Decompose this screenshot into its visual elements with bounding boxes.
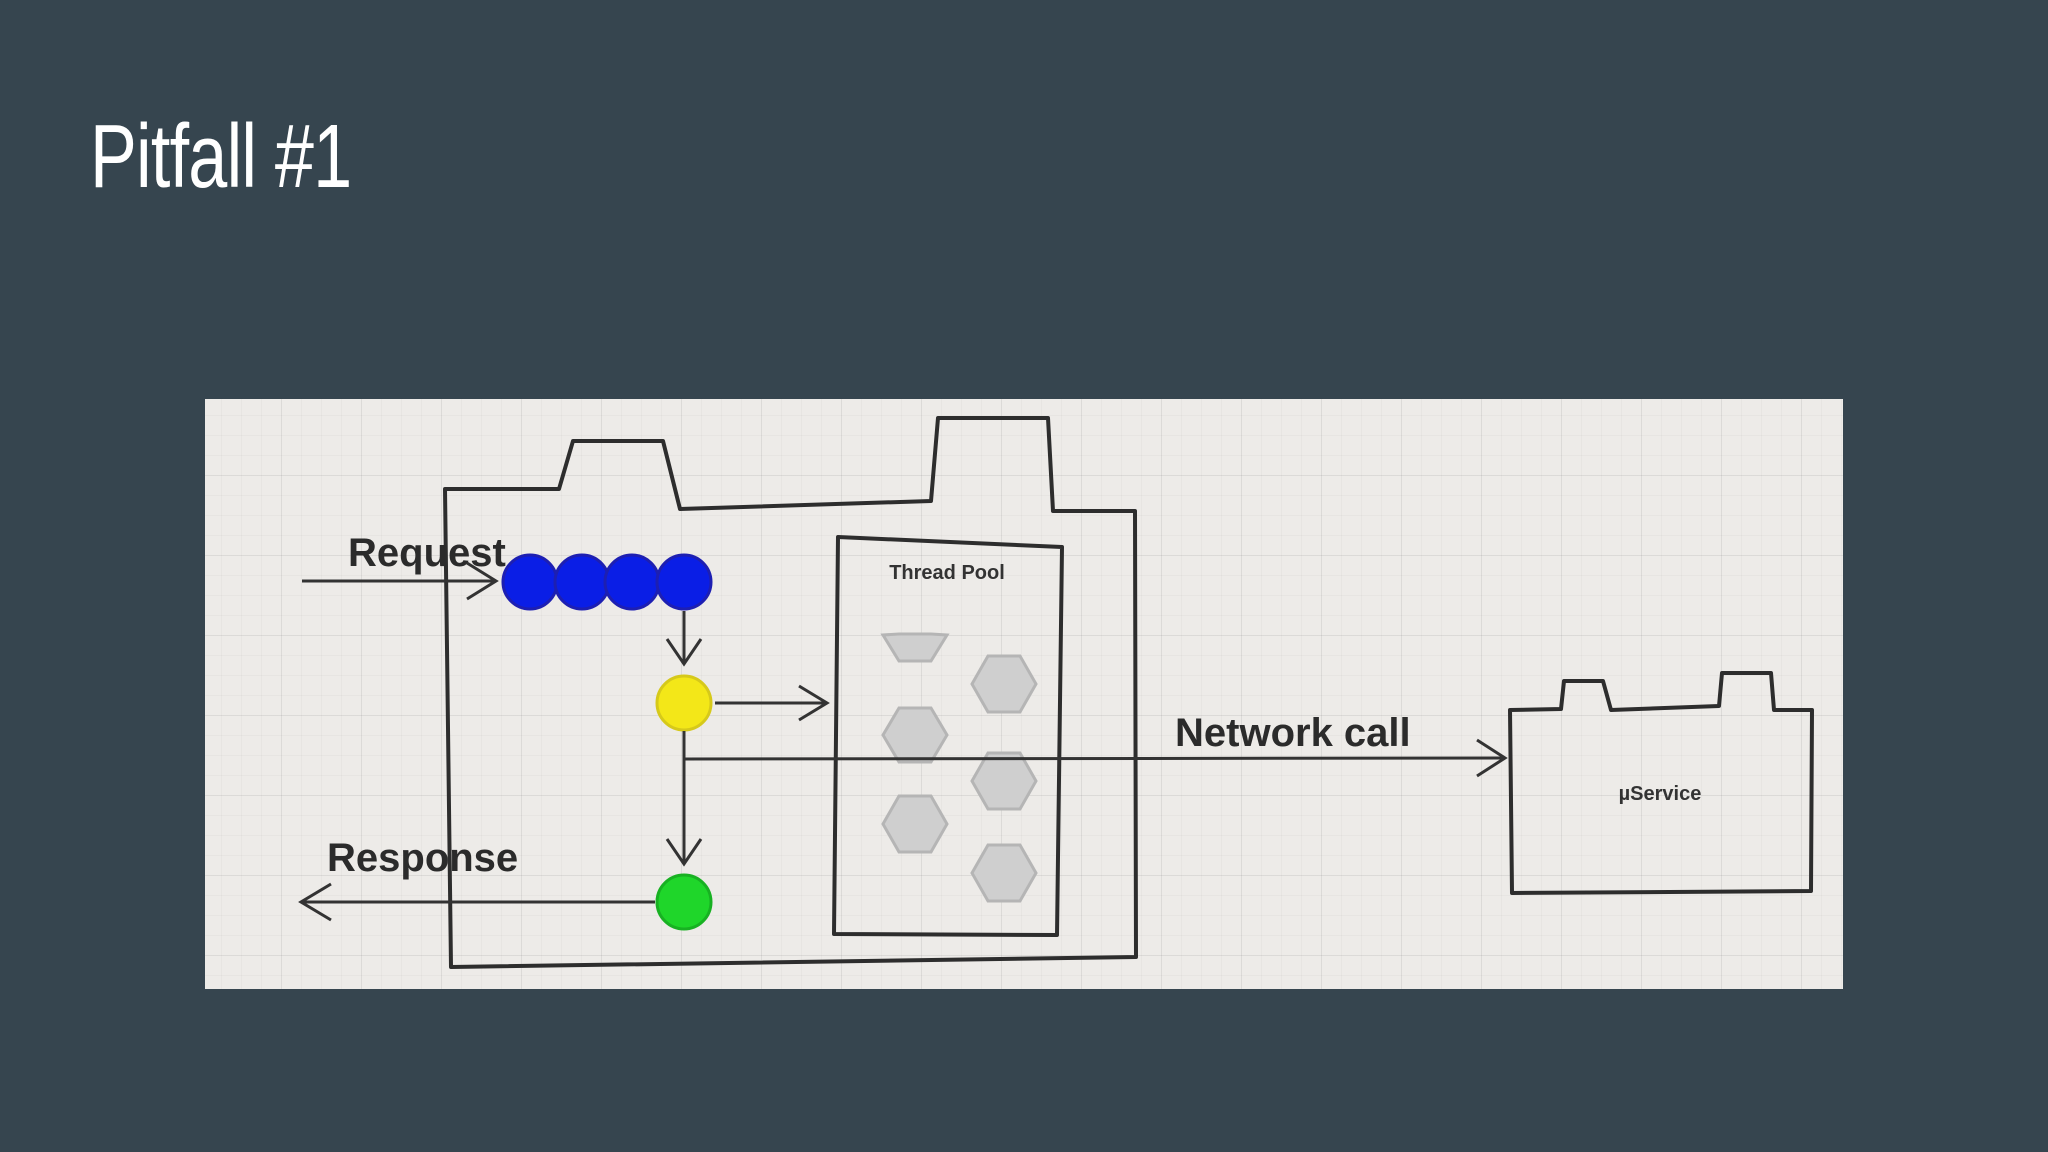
network-call-label: Network call: [1175, 711, 1411, 755]
request-queue: [501, 553, 713, 611]
queued-request-circle: [655, 553, 713, 611]
app-server-outline: [443, 416, 1138, 969]
microservice-label: µService: [1619, 783, 1702, 805]
to-thread-pool-arrowhead: [798, 684, 830, 722]
microservice-box: [1508, 671, 1814, 895]
response-arrowhead: [298, 882, 332, 922]
response-label: Response: [327, 836, 518, 880]
queued-request-circle: [501, 553, 559, 611]
queue-down-arrowhead: [665, 638, 703, 667]
thread-pool-box: [832, 535, 1064, 937]
thread-pool-label: Thread Pool: [889, 562, 1005, 584]
thread-hexagon: [880, 632, 950, 663]
request-label: Request: [348, 531, 506, 575]
queued-request-circle: [603, 553, 661, 611]
queued-request-circle: [553, 553, 611, 611]
diagram-panel: Thread Pool Request: [205, 399, 1843, 989]
thread-hexagon: [881, 794, 949, 854]
processing-request-circle: [655, 674, 713, 732]
completed-request-circle: [655, 873, 713, 931]
thread-hexagons: [880, 632, 1038, 903]
thread-hexagon: [881, 706, 949, 764]
network-call-line: [683, 756, 1505, 761]
worker-down-arrowhead: [665, 838, 703, 867]
slide-title: Pitfall #1: [90, 107, 352, 207]
thread-hexagon: [970, 843, 1038, 903]
thread-hexagon: [970, 751, 1038, 811]
request-arrowhead: [466, 561, 499, 601]
architecture-diagram: Thread Pool Request: [298, 416, 1814, 969]
thread-hexagon: [970, 654, 1038, 714]
network-call-arrowhead: [1476, 738, 1508, 778]
